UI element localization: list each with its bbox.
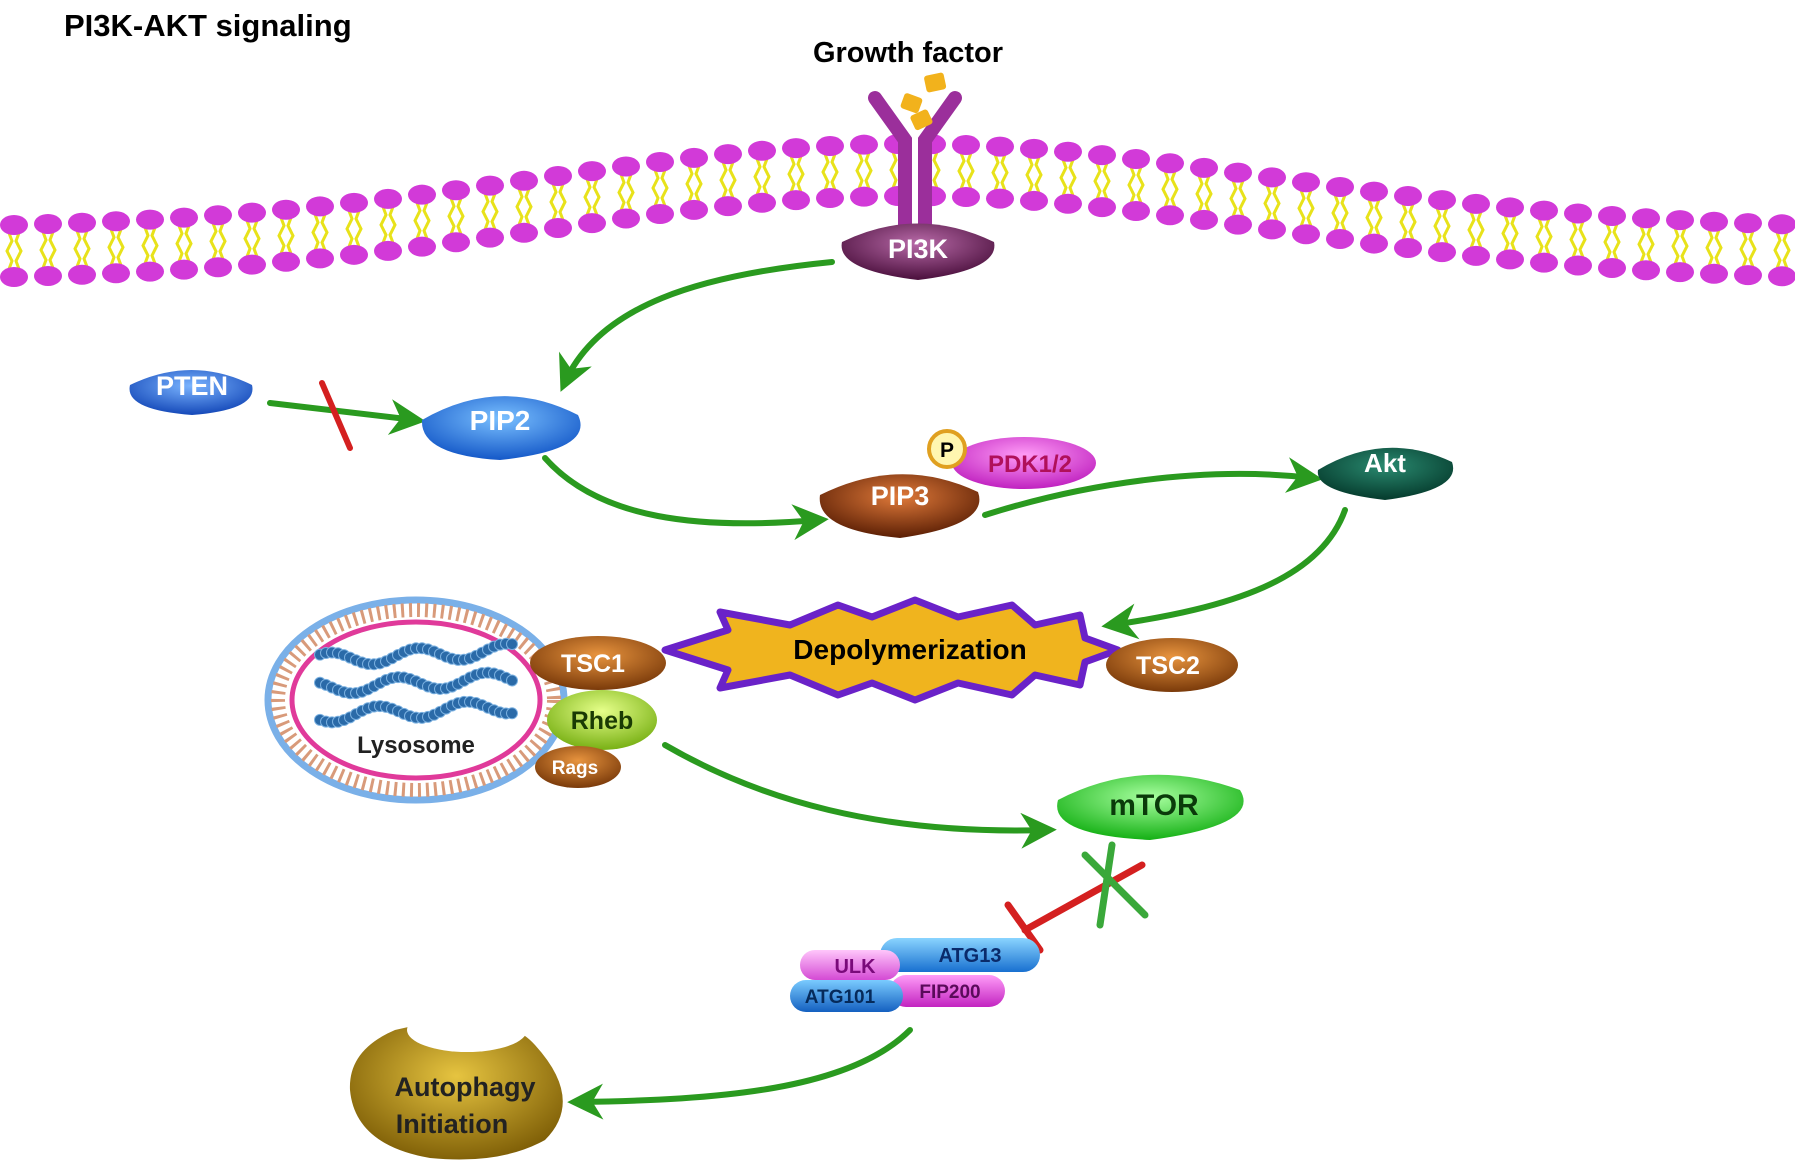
phosphate-node: P — [927, 429, 967, 469]
pi3k-node: PI3K — [841, 223, 995, 280]
arrow-pip2-to-pip3 — [542, 455, 829, 541]
arrows — [267, 259, 1348, 1120]
mtor-label: mTOR — [1109, 789, 1199, 822]
pdk-node: PDK1/2 — [952, 437, 1096, 489]
arrow-akt-to-tsc2 — [1101, 507, 1348, 640]
cell-membrane — [0, 134, 1795, 288]
growth-factor-label: Growth factor — [813, 37, 1003, 69]
mtor-inhibition-blocked — [1004, 841, 1149, 954]
fip200-node — [890, 975, 1005, 1007]
autophagy-label-line1: Autophagy — [395, 1072, 536, 1102]
rags-label: Rags — [552, 758, 598, 779]
arrow-rheb-to-mtor — [662, 742, 1057, 849]
pip2-label: PIP2 — [470, 405, 531, 436]
atg101-label: ATG101 — [805, 987, 876, 1008]
depolymerization-node: Depolymerization — [661, 596, 1122, 704]
pi3k-label: PI3K — [888, 234, 949, 264]
rheb-node: Rheb — [547, 690, 657, 750]
autophagy-label-line2: Initiation — [396, 1109, 508, 1139]
ulk-complex: ATG13 ULK FIP200 ATG101 — [790, 938, 1040, 1012]
lysosome-icon: Lysosome — [264, 596, 568, 804]
arrow-pten-to-pip2 — [267, 399, 426, 435]
depolymerization-label: Depolymerization — [793, 634, 1026, 665]
ulk-node — [800, 950, 900, 980]
lysosome-label: Lysosome — [357, 732, 475, 759]
tsc2-node: TSC2 — [1106, 638, 1238, 692]
akt-node: Akt — [1317, 447, 1454, 500]
rags-node: Rags — [535, 746, 621, 788]
fip200-label: FIP200 — [919, 982, 980, 1003]
atg13-label: ATG13 — [939, 945, 1002, 967]
pip2-node: PIP2 — [421, 396, 581, 460]
akt-label: Akt — [1364, 448, 1406, 478]
tsc1-label: TSC1 — [561, 650, 625, 678]
autophagy-initiation-node: Autophagy Initiation — [349, 1008, 563, 1160]
atg101-node — [790, 980, 903, 1012]
arrow-complex-to-autophagy — [567, 1027, 913, 1120]
tsc1-node: TSC1 — [530, 636, 666, 690]
pten-node: PTEN — [129, 370, 253, 415]
tsc2-label: TSC2 — [1136, 652, 1200, 680]
pten-inhibition-mark — [319, 380, 353, 451]
pip3-node: PIP3 — [819, 474, 980, 538]
lysosome-fibers — [314, 637, 518, 729]
ligand-icon — [900, 72, 947, 131]
pdk-label: PDK1/2 — [988, 451, 1072, 478]
atg13-node — [880, 938, 1040, 972]
rheb-label: Rheb — [571, 707, 634, 735]
phosphate-label: P — [940, 439, 954, 462]
diagram-title: PI3K-AKT signaling — [64, 8, 352, 43]
arrow-pi3k-to-pip2 — [559, 259, 835, 392]
ulk-label: ULK — [834, 956, 876, 978]
pten-label: PTEN — [156, 371, 228, 401]
pip3-label: PIP3 — [871, 481, 930, 511]
arrow-pip3-to-akt — [982, 457, 1323, 518]
mtor-node: mTOR — [1057, 774, 1244, 840]
